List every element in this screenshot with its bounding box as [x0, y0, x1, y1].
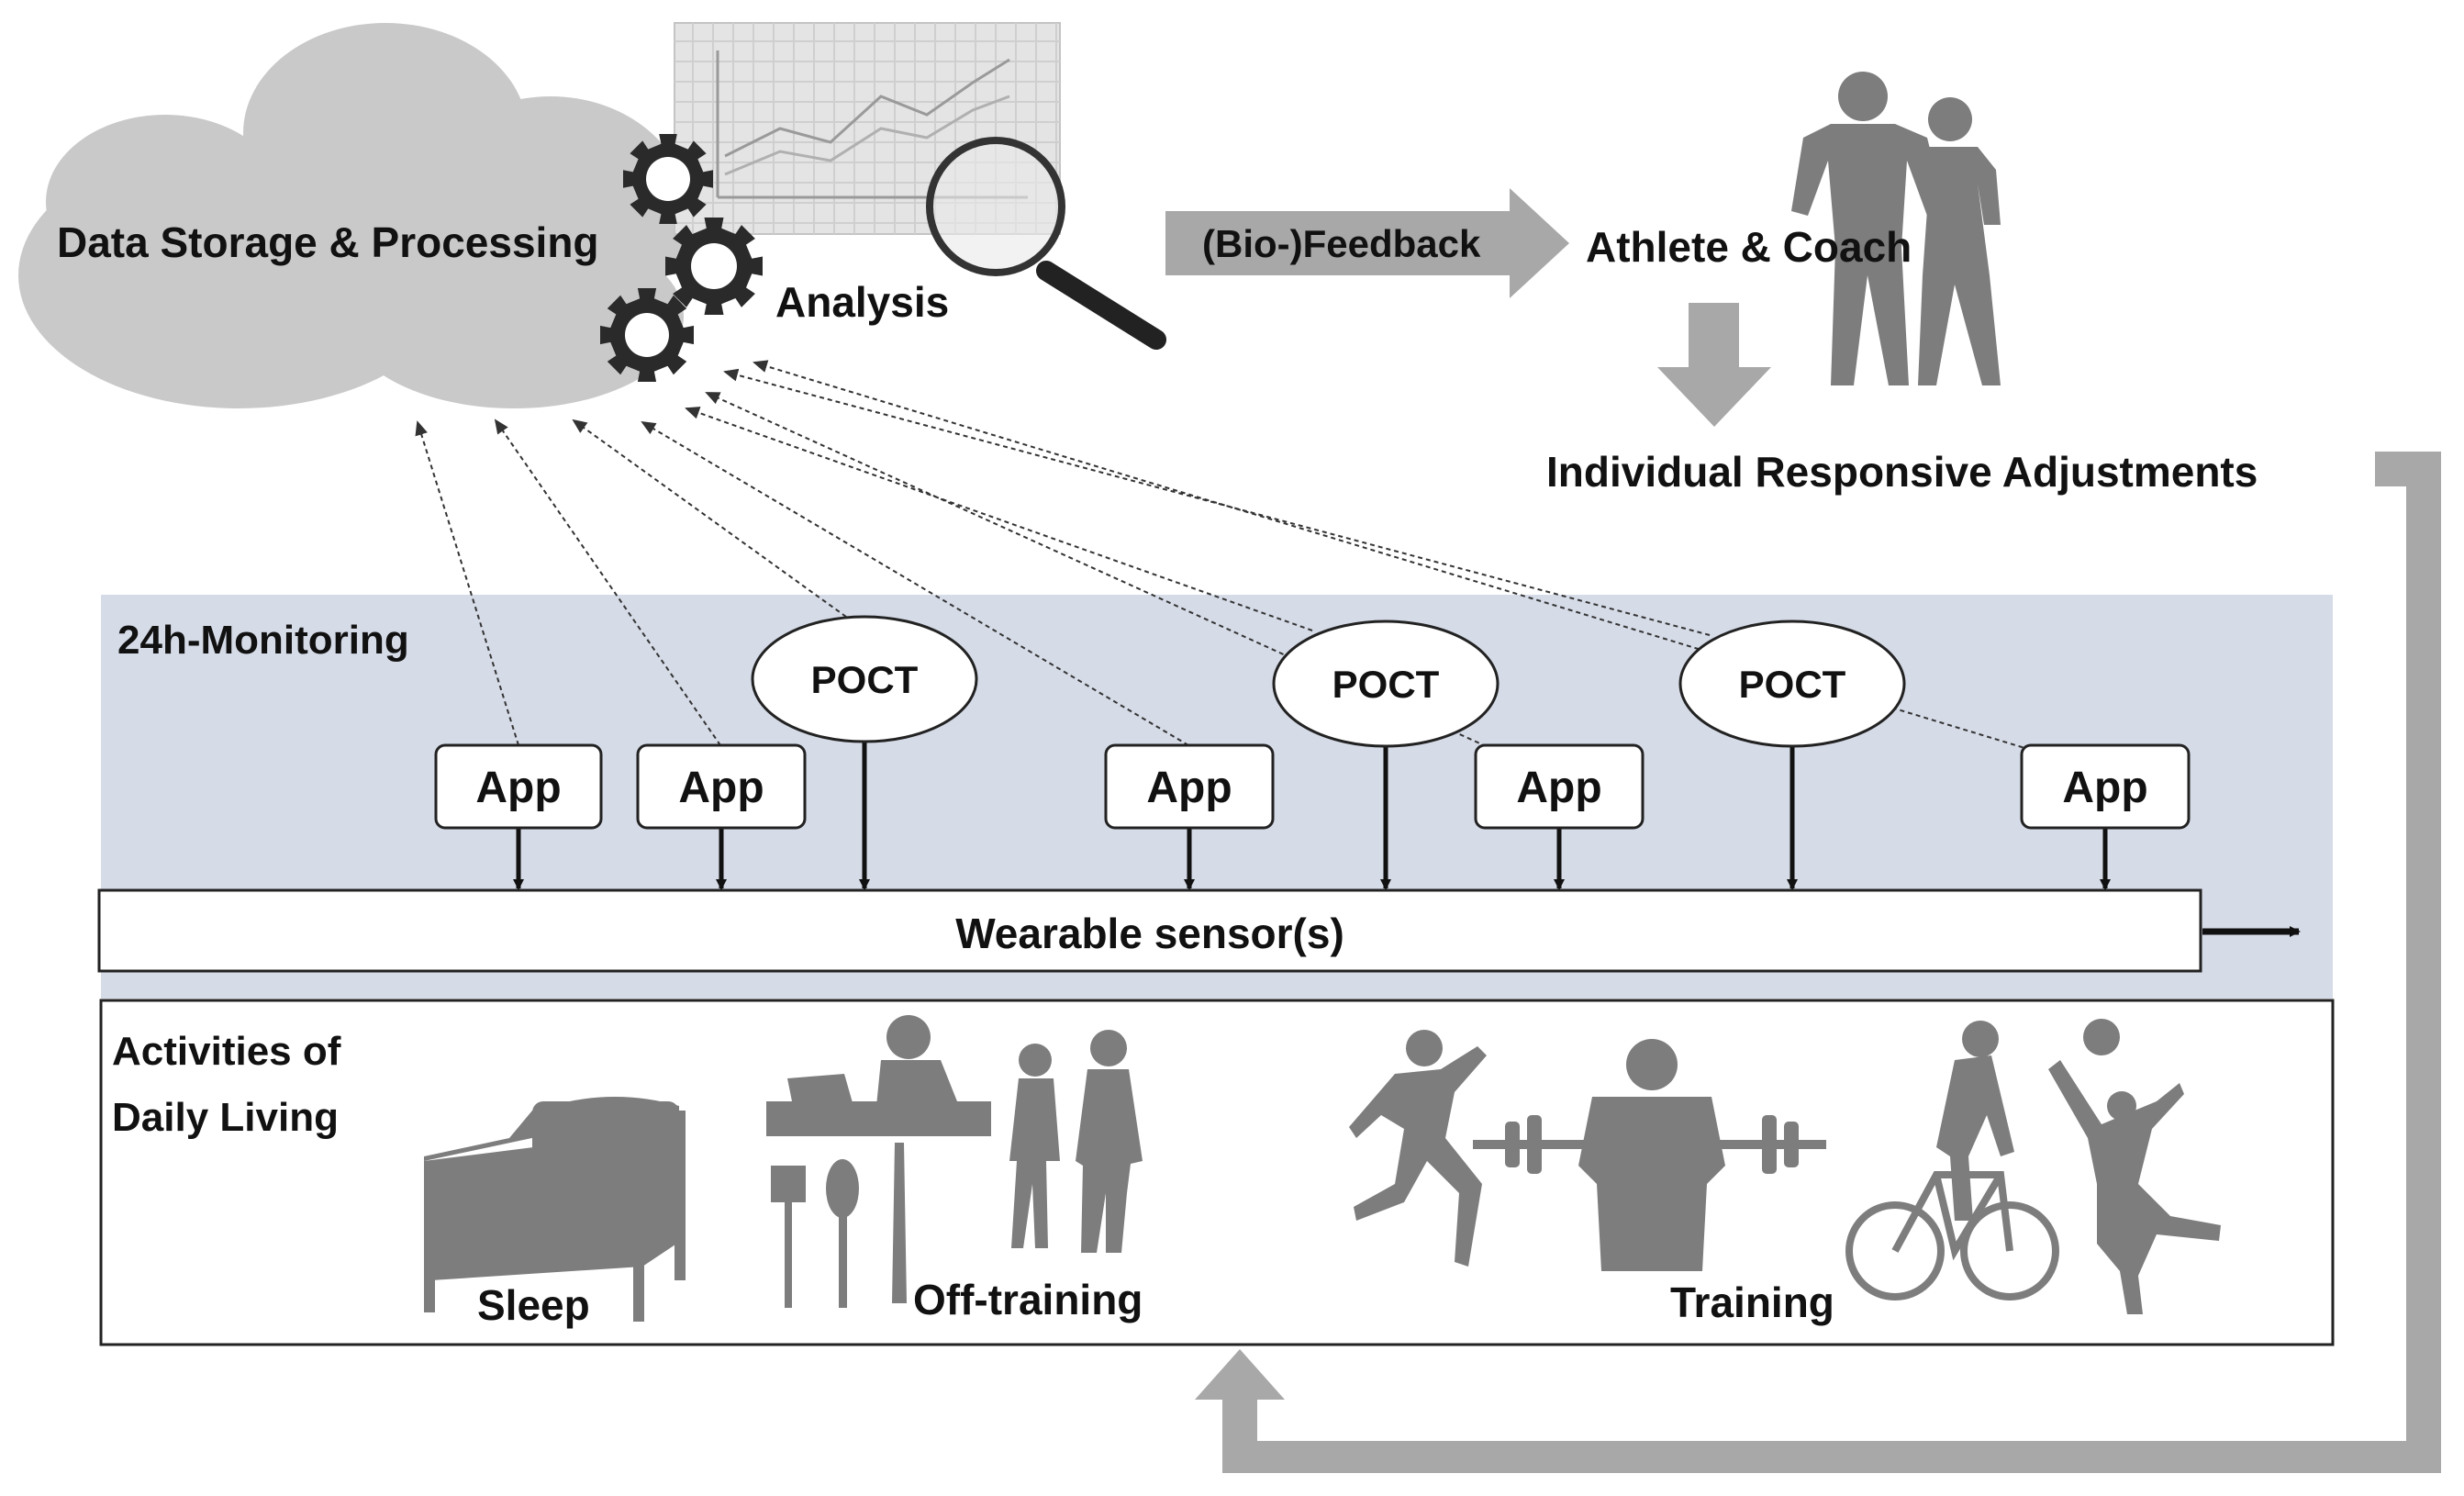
sleep-label: Sleep — [477, 1281, 590, 1329]
sensor-inputs — [513, 742, 2111, 890]
app-box — [1474, 743, 1645, 830]
bed-icon — [424, 1097, 686, 1322]
feedback-loop-arrow — [1195, 452, 2441, 1473]
upload-link — [641, 420, 1189, 746]
poct-label: POCT — [1739, 663, 1846, 706]
poct-label: POCT — [1332, 663, 1440, 706]
poct-ellipse — [1272, 620, 1500, 748]
runner-icon — [1349, 1030, 1487, 1267]
app-label: App — [678, 764, 764, 812]
app-box — [2020, 743, 2191, 830]
magnifier-icon — [926, 137, 1166, 350]
gear-icon — [600, 288, 694, 382]
feedback-arrow: (Bio-)Feedback — [1165, 188, 1569, 298]
athlete-coach-label: Athlete & Coach — [1586, 223, 1912, 271]
activities-title-line2: Daily Living — [112, 1095, 339, 1140]
desk-worker-icon — [766, 1015, 991, 1136]
adjustment-arrow — [1657, 303, 1771, 427]
cloud-shape — [18, 23, 688, 408]
wearable-sensor-label: Wearable sensor(s) — [955, 910, 1344, 957]
poct-ellipse — [1678, 620, 1906, 748]
app-boxes: App App App App App — [434, 743, 2191, 830]
upload-link — [572, 419, 847, 618]
walking-couple-icon — [1009, 1030, 1143, 1253]
gear-icon — [665, 218, 763, 315]
upload-link — [685, 407, 1313, 631]
off-training-label: Off-training — [913, 1276, 1143, 1323]
athlete-coach-silhouette — [1791, 72, 2001, 385]
poct-ellipse — [751, 615, 978, 743]
app-label: App — [1516, 764, 1601, 812]
volleyball-player-icon — [2048, 1019, 2221, 1314]
weightlifter-icon — [1473, 1039, 1826, 1271]
upload-link — [415, 420, 519, 746]
app-box — [434, 743, 603, 830]
app-label: App — [1146, 764, 1232, 812]
analysis-label: Analysis — [775, 278, 949, 326]
app-box — [1104, 743, 1275, 830]
app-box — [636, 743, 807, 830]
app-label: App — [475, 764, 561, 812]
cutlery-icon — [771, 1143, 907, 1308]
app-label: App — [2062, 764, 2147, 812]
adjustments-label: Individual Responsive Adjustments — [1546, 448, 2258, 496]
gear-icon — [623, 134, 713, 224]
training-label: Training — [1670, 1278, 1834, 1326]
poct-devices: POCT POCT POCT — [751, 615, 1906, 748]
monitoring-label: 24h-Monitoring — [117, 618, 409, 663]
wearable-sensor-bar — [97, 888, 2202, 973]
activities-title-line1: Activities of — [112, 1029, 341, 1074]
poct-label: POCT — [811, 658, 919, 701]
cyclist-icon — [1845, 1021, 2059, 1301]
cloud-label: Data Storage & Processing — [57, 218, 599, 266]
feedback-label: (Bio-)Feedback — [1202, 222, 1481, 265]
